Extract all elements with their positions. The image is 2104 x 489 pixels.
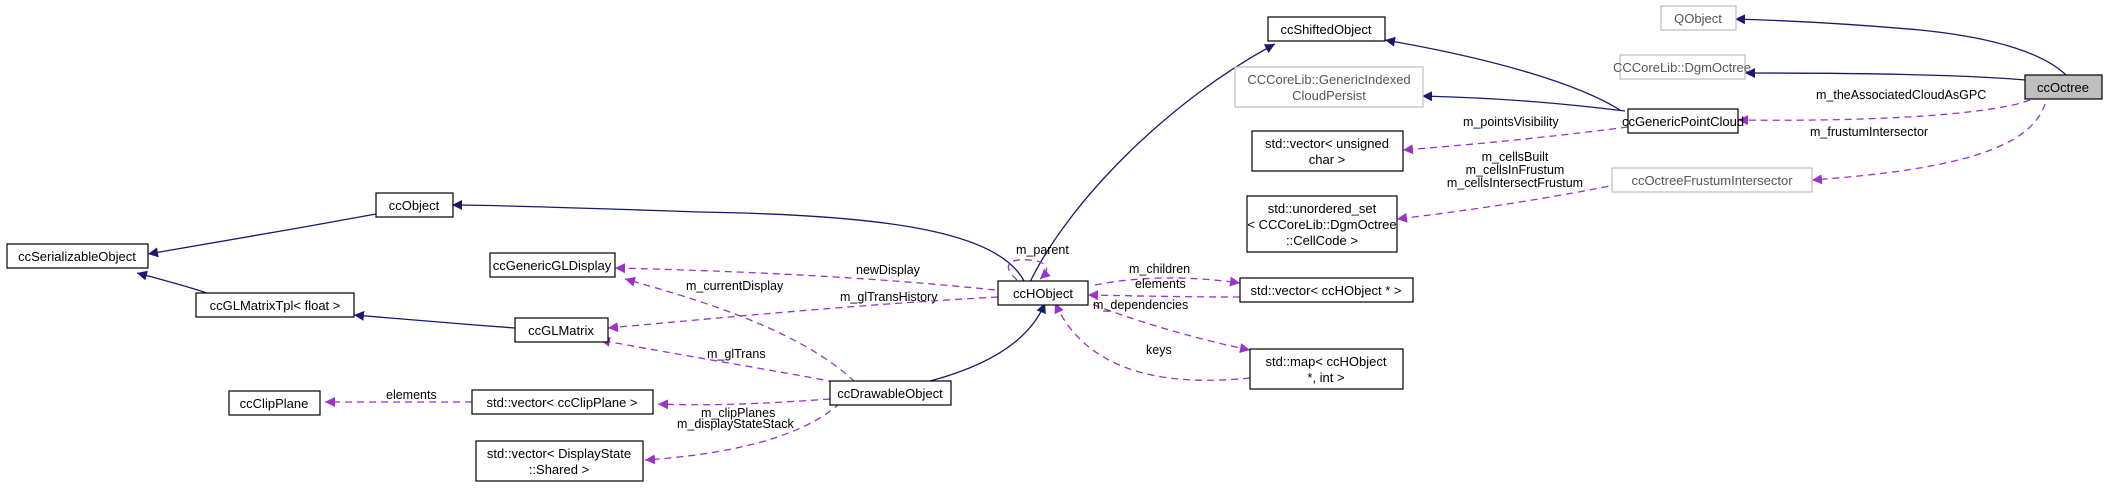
edge-use-gl-trans-history	[607, 296, 999, 333]
edge-use-points-visibility	[1402, 126, 1629, 155]
label-elements-clip: elements	[386, 388, 437, 402]
edge-use-dependencies	[1081, 299, 1251, 353]
edge-use-elements-hobject	[1087, 290, 1241, 301]
label-points-visibility: m_pointsVisibility	[1463, 115, 1559, 129]
label-gl-trans: m_glTrans	[707, 347, 766, 361]
node-frustum-intersector-label: ccOctreeFrustumIntersector	[1631, 173, 1793, 188]
node-genericindexed-line2: CloudPersist	[1292, 88, 1366, 103]
edge-genericpointcloud-genericindexed	[1421, 91, 1626, 112]
node-drawable[interactable]: ccDrawableObject	[829, 380, 952, 406]
node-hobject-label: ccHObject	[1013, 286, 1073, 301]
edge-use-associated-cloud	[1737, 99, 2031, 126]
node-unordered-set-line3: ::CellCode >	[1286, 233, 1358, 248]
node-genericgldisplay-label: ccGenericGLDisplay	[493, 258, 612, 273]
label-cells-built: m_cellsBuilt	[1482, 150, 1549, 164]
edge-use-keys	[1054, 302, 1251, 381]
node-qobject-label: QObject	[1674, 11, 1722, 26]
edge-use-gl-trans	[599, 336, 836, 383]
edge-use-new-display	[614, 263, 996, 291]
edge-ccobject-serializable	[147, 213, 377, 258]
label-keys: keys	[1146, 343, 1172, 357]
node-glmatrixtpl[interactable]: ccGLMatrixTpl< float >	[195, 292, 355, 318]
edge-ccoctree-dgmoctree	[1744, 68, 2026, 81]
node-ccshiftedobject-label: ccShiftedObject	[1280, 22, 1371, 37]
edge-use-cells	[1396, 183, 1621, 223]
label-clip-planes: m_clipPlanes	[701, 406, 775, 420]
node-clipplane[interactable]: ccClipPlane	[228, 390, 321, 416]
edge-drawable-hobject	[929, 302, 1046, 382]
node-qobject[interactable]: QObject	[1660, 5, 1737, 31]
label-cells-in-frustum: m_cellsInFrustum	[1466, 163, 1565, 177]
node-drawable-label: ccDrawableObject	[837, 386, 943, 401]
node-genericindexed-line1: CCCoreLib::GenericIndexed	[1247, 72, 1410, 87]
node-unordered-set[interactable]: std::unordered_set < CCCoreLib::DgmOctre…	[1246, 195, 1398, 253]
label-children: m_children	[1129, 262, 1190, 276]
node-map-hobject[interactable]: std::map< ccHObject *, int >	[1249, 348, 1404, 390]
node-vector-unsigned-char-line1: std::vector< unsigned	[1265, 136, 1389, 151]
node-dgmoctree[interactable]: CCCoreLib::DgmOctree	[1613, 54, 1751, 80]
label-display-state-stack: m_displayStateStack	[677, 417, 794, 431]
node-genericindexed[interactable]: CCCoreLib::GenericIndexed CloudPersist	[1234, 66, 1424, 108]
label-gl-trans-history: m_glTransHistory	[840, 290, 938, 304]
node-map-hobject-line2: *, int >	[1307, 370, 1344, 385]
label-new-display: newDisplay	[856, 263, 921, 277]
node-vector-hobject-label: std::vector< ccHObject * >	[1250, 283, 1401, 298]
label-current-display: m_currentDisplay	[686, 279, 784, 293]
node-serializable-label: ccSerializableObject	[18, 249, 136, 264]
node-vector-displaystate-line2: ::Shared >	[529, 462, 589, 477]
node-vector-unsigned-char[interactable]: std::vector< unsigned char >	[1251, 130, 1404, 172]
edge-ccoctree-qobject	[1734, 14, 2067, 76]
node-vector-displaystate[interactable]: std::vector< DisplayState ::Shared >	[475, 440, 644, 482]
edge-use-frustum-intersector	[1811, 103, 2046, 185]
edge-use-parent	[1007, 259, 1051, 281]
label-parent: m_parent	[1016, 243, 1069, 257]
node-glmatrix[interactable]: ccGLMatrix	[514, 317, 609, 343]
node-clipplane-label: ccClipPlane	[240, 396, 309, 411]
edge-use-clip-planes	[657, 398, 831, 410]
label-associated-cloud: m_theAssociatedCloudAsGPC	[1816, 88, 1986, 102]
node-ccoctree-label: ccOctree	[2037, 80, 2089, 95]
label-elements-hobject: elements	[1135, 277, 1186, 291]
node-serializable[interactable]: ccSerializableObject	[6, 243, 149, 269]
node-map-hobject-line1: std::map< ccHObject	[1265, 354, 1386, 369]
node-vector-clipplane-label: std::vector< ccClipPlane >	[486, 395, 637, 410]
node-vector-unsigned-char-line2: char >	[1309, 152, 1346, 167]
node-genericgldisplay[interactable]: ccGenericGLDisplay	[489, 252, 616, 278]
node-dgmoctree-label: CCCoreLib::DgmOctree	[1613, 60, 1751, 75]
node-vector-clipplane[interactable]: std::vector< ccClipPlane >	[471, 389, 654, 415]
node-genericpointcloud-label: ccGenericPointCloud	[1622, 114, 1744, 129]
label-cells-intersect-frustum: m_cellsIntersectFrustum	[1447, 176, 1583, 190]
edge-glmatrix-glmatrixtpl	[353, 310, 516, 329]
node-ccshiftedobject[interactable]: ccShiftedObject	[1267, 16, 1386, 42]
node-ccobject[interactable]: ccObject	[375, 192, 454, 218]
node-genericpointcloud[interactable]: ccGenericPointCloud	[1622, 108, 1744, 134]
node-vector-hobject[interactable]: std::vector< ccHObject * >	[1239, 277, 1414, 303]
edge-hobject-ccobject	[451, 200, 1026, 284]
node-unordered-set-line1: std::unordered_set	[1268, 201, 1377, 216]
node-ccobject-label: ccObject	[389, 198, 440, 213]
node-frustum-intersector[interactable]: ccOctreeFrustumIntersector	[1611, 167, 1813, 193]
label-dependencies: m_dependencies	[1093, 298, 1188, 312]
node-ccoctree[interactable]: ccOctree	[2024, 74, 2103, 100]
node-unordered-set-line2: < CCCoreLib::DgmOctree	[1247, 217, 1396, 232]
node-hobject[interactable]: ccHObject	[997, 280, 1089, 306]
edge-use-children	[1094, 276, 1241, 287]
label-frustum-intersector: m_frustumIntersector	[1810, 125, 1928, 139]
edge-use-current-display	[624, 276, 856, 383]
node-glmatrix-label: ccGLMatrix	[528, 323, 594, 338]
edge-hobject-ccshifted	[1029, 43, 1276, 283]
edge-genericpointcloud-ccshifted	[1384, 36, 1621, 111]
node-glmatrixtpl-label: ccGLMatrixTpl< float >	[210, 298, 341, 313]
node-vector-displaystate-line1: std::vector< DisplayState	[487, 446, 631, 461]
